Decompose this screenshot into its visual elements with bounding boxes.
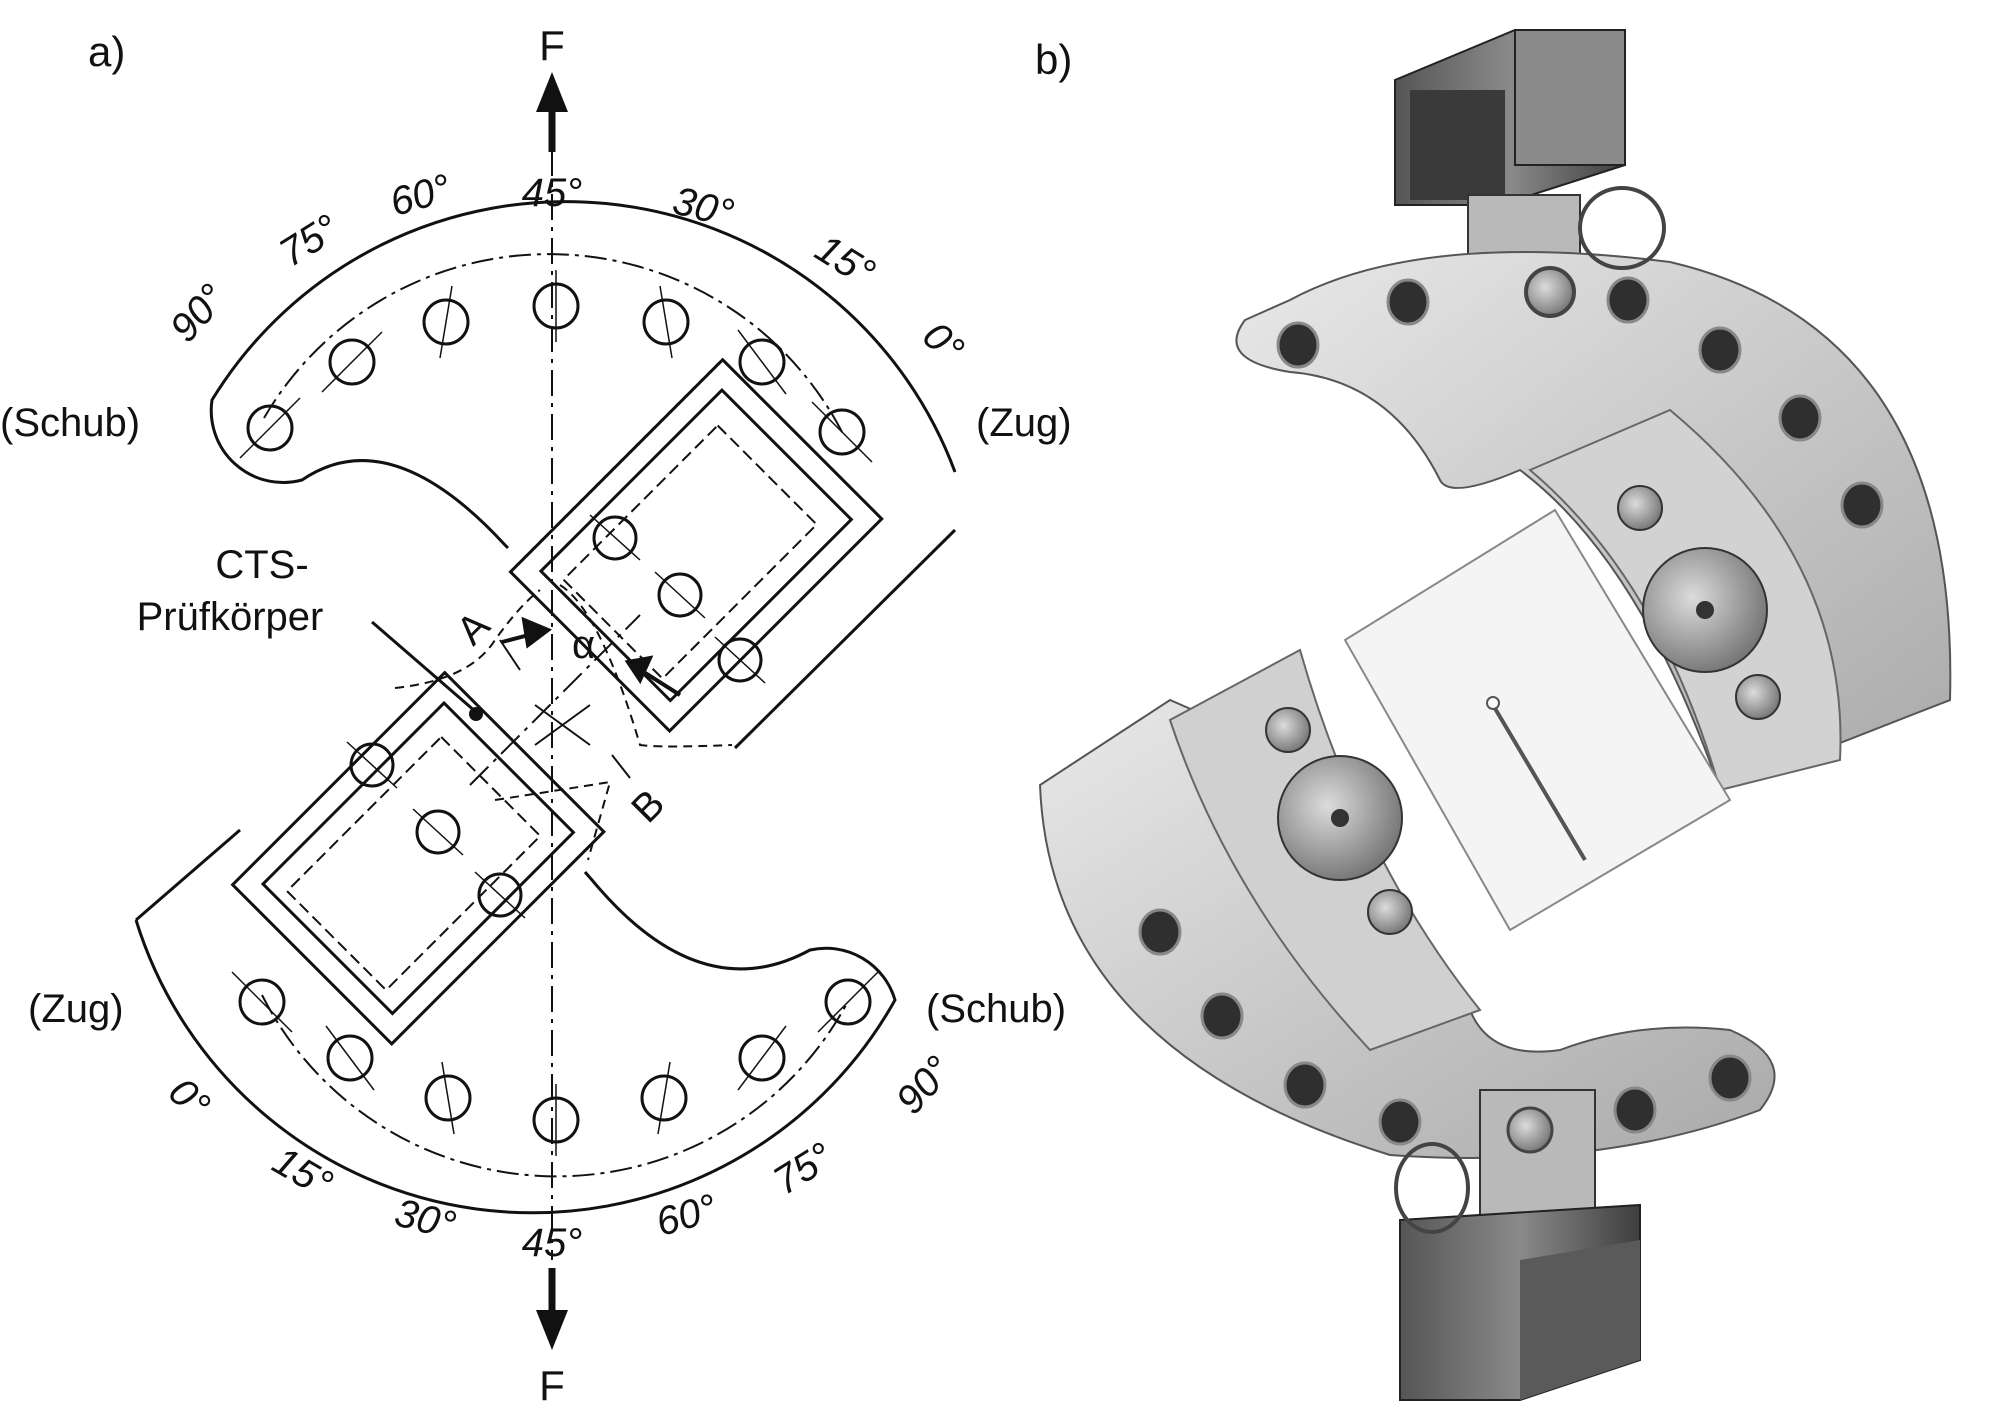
lower-bolt-holes [231,741,879,1156]
label-tension-lower-left: (Zug) [28,987,124,1031]
label-shear-lower-right: (Schub) [926,987,1066,1031]
label-tension-upper-right: (Zug) [976,401,1072,445]
angle-top-45: 45° [522,171,583,215]
specimen-leader-line [371,620,483,721]
lower-loading-arm [134,828,897,1215]
angle-bottom-15: 15° [265,1139,339,1207]
lower-arm-holes [1138,908,1752,1146]
force-label-bottom: F [539,1362,565,1409]
angle-bottom-0: 0° [160,1070,218,1128]
cts-specimen-photo [1343,508,1732,932]
specimen-label: CTS- [215,543,308,587]
angle-bottom-30: 30° [390,1191,459,1248]
panel-a-tag: a) [88,28,125,75]
lower-load-block [1394,1089,1641,1401]
cts-specimen-outline [394,584,733,861]
angle-top-60: 60° [385,166,455,225]
angle-top-90: 90° [162,276,235,350]
alpha-angle-arrows [501,616,682,697]
upper-arm-holes [1276,276,1884,529]
force-arrow-top [536,72,568,152]
angle-bottom-60: 60° [651,1186,721,1245]
specimen-label-second-line: Prüfkörper [137,595,324,639]
angle-top-30: 30° [668,179,737,236]
upper-pin-clip [1524,186,1666,318]
section-label-b: B [623,781,673,831]
alpha-label: α [572,623,595,667]
angle-bottom-45: 45° [522,1221,583,1265]
panel-a-drawing: a) F F (Schub) (Zug) (Zug) (Schub) CTS- … [0,22,1072,1409]
section-line-a-b [469,614,641,786]
panel-b-tag: b) [1035,36,1072,83]
force-label-top: F [539,22,565,69]
label-shear-upper-left: (Schub) [0,401,140,445]
upper-loading-arm [209,200,957,750]
angle-bottom-75: 75° [766,1134,841,1203]
angle-bottom-90: 90° [888,1048,961,1122]
angle-top-75: 75° [272,206,347,275]
force-arrow-bottom [536,1268,568,1350]
upper-bolt-holes [239,270,873,684]
lower-clamp-plate [230,670,606,1046]
clamp-knobs [1265,485,1781,935]
angle-top-15: 15° [808,226,883,295]
angle-top-0: 0° [914,314,972,372]
upper-clamp-plate [508,357,884,734]
panel-b-photo: b) [1035,29,1952,1401]
